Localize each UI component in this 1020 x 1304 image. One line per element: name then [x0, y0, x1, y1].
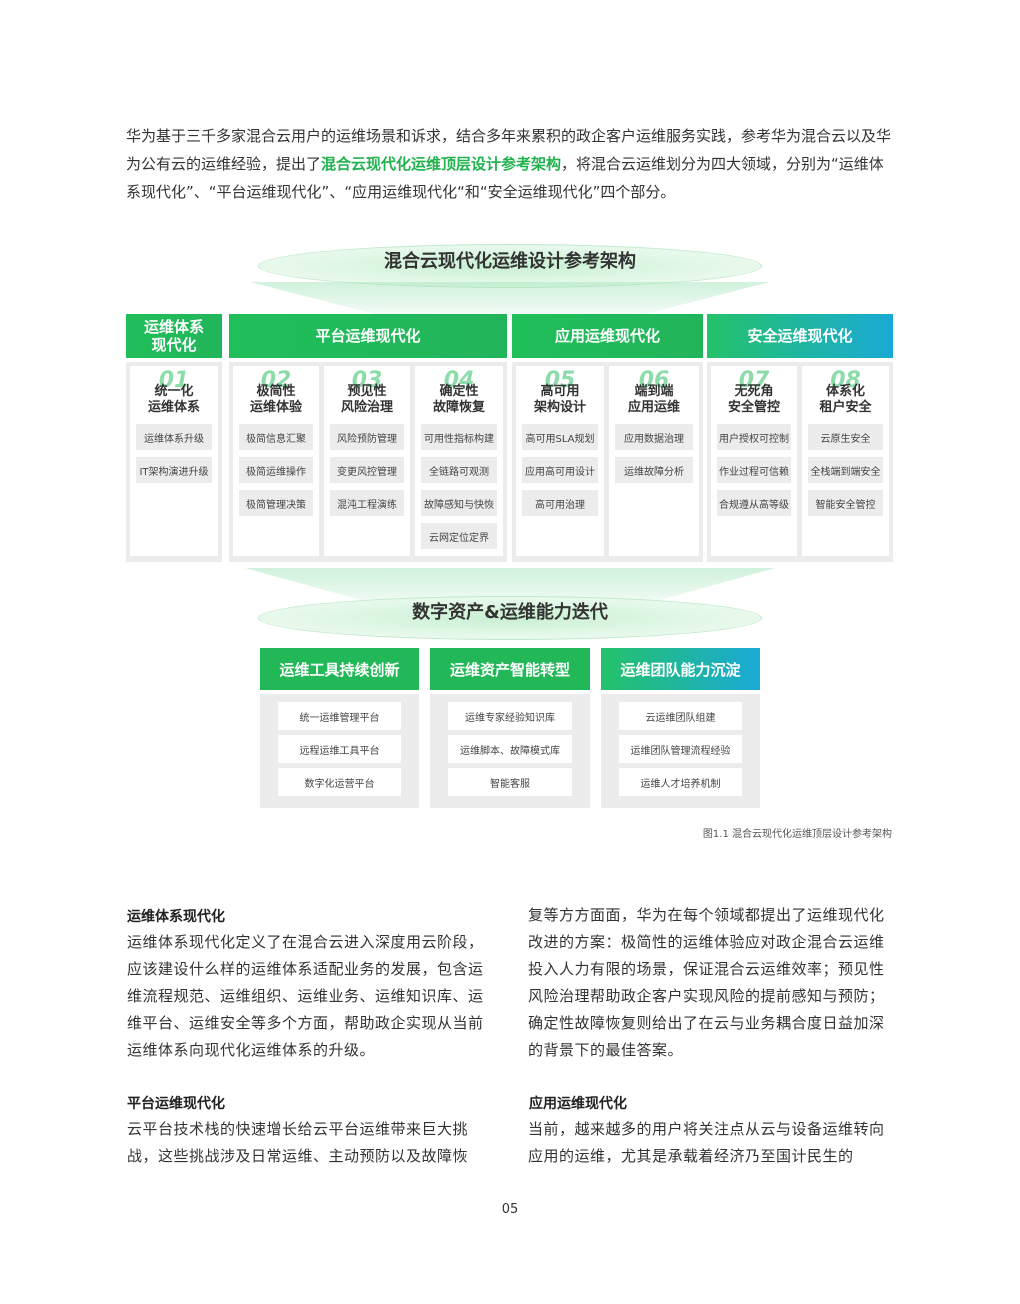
column-number: 06 — [638, 368, 670, 393]
column-item: IT架构演进升级 — [136, 457, 212, 483]
column-item: 极简运维操作 — [239, 457, 313, 483]
domain-header-label: 平台运维现代化 — [315, 327, 421, 345]
figure-caption: 图1.1 混合云现代化运维顶层设计参考架构 — [702, 829, 892, 840]
column-title: 确定性 故障恢复 — [432, 384, 485, 415]
column-item: 运维体系升级 — [136, 424, 212, 450]
domain-header-label: 运维体系 现代化 — [143, 318, 204, 354]
column-item: 作业过程可信赖 — [717, 457, 791, 483]
column-item: 云原生安全 — [808, 424, 883, 450]
capability-header-assets: 运维资产智能转型 — [430, 648, 590, 690]
column-item: 运维故障分析 — [615, 457, 693, 483]
column-item: 风险预防管理 — [330, 424, 404, 450]
column-number: 04 — [443, 368, 475, 393]
column-item: 全栈端到端安全 — [808, 457, 883, 483]
section-text-platform-continued: 复等方方面面，华为在每个领域都提出了运维现代化改进的方案：极简性的运维体验应对政… — [528, 906, 885, 1059]
intro-highlight: 混合云现代化运维顶层设计参考架构 — [321, 155, 562, 173]
column-title: 体系化 租户安全 — [819, 384, 872, 415]
column-item: 可用性指标构建 — [421, 424, 497, 450]
capability-panel-tools: 统一运维管理平台 远程运维工具平台 数字化运营平台 — [260, 694, 419, 808]
column-item: 云网定位定界 — [421, 523, 497, 549]
capability-item: 运维人才培养机制 — [619, 768, 742, 796]
capability-header-label: 运维工具持续创新 — [279, 660, 400, 679]
capability-item: 运维专家经验知识库 — [448, 702, 572, 730]
column-08: 08 体系化 租户安全 云原生安全 全栈端到端安全 智能安全管控 — [802, 366, 889, 556]
capability-header-tools: 运维工具持续创新 — [260, 648, 419, 690]
capability-header-label: 运维资产智能转型 — [449, 660, 570, 679]
column-number: 03 — [351, 368, 383, 393]
intro-text-2: ，将混合云运维划分为四大领域，分别为“运维体系现代化”、“平台运维现代化”、“应… — [126, 155, 884, 201]
column-item: 极简信息汇聚 — [239, 424, 313, 450]
domain-header-security: 安全运维现代化 — [707, 314, 893, 358]
section-title-application: 应用运维现代化 — [529, 1096, 627, 1112]
column-title: 无死角 安全管控 — [727, 384, 780, 415]
column-item: 高可用SLA规划 — [522, 424, 598, 450]
capability-item: 运维团队管理流程经验 — [619, 735, 742, 763]
column-03: 03 预见性 风险治理 风险预防管理 变更风控管理 混沌工程演练 — [324, 366, 410, 556]
column-02: 02 极简性 运维体验 极简信息汇聚 极简运维操作 极简管理决策 — [233, 366, 319, 556]
section-title-platform: 平台运维现代化 — [127, 1096, 225, 1112]
top-title-band: 混合云现代化运维设计参考架构 — [258, 244, 762, 288]
column-item: 智能安全管控 — [808, 490, 883, 516]
capability-item: 智能客服 — [448, 768, 572, 796]
capability-item: 远程运维工具平台 — [278, 735, 401, 763]
section-text-platform: 云平台技术栈的快速增长给云平台运维带来巨大挑战，这些挑战涉及日常运维、主动预防以… — [127, 1120, 469, 1165]
column-item: 应用数据治理 — [615, 424, 693, 450]
capability-panel-team: 云运维团队组建 运维团队管理流程经验 运维人才培养机制 — [601, 694, 760, 808]
column-title: 端到端 应用运维 — [627, 384, 680, 415]
intro-paragraph: 华为基于三千多家混合云用户的运维场景和诉求，结合多年来累积的政企客户运维服务实践… — [126, 122, 896, 206]
bottom-title: 数字资产&运维能力迭代 — [412, 602, 608, 623]
column-item: 用户授权可控制 — [717, 424, 791, 450]
column-title: 极简性 运维体验 — [249, 384, 302, 415]
column-06: 06 端到端 应用运维 应用数据治理 运维故障分析 — [609, 366, 699, 556]
capability-header-team: 运维团队能力沉淀 — [601, 648, 760, 690]
domain-header-label: 应用运维现代化 — [554, 327, 660, 345]
column-item: 故障感知与快恢 — [421, 490, 497, 516]
column-item: 变更风控管理 — [330, 457, 404, 483]
column-number: 07 — [738, 368, 770, 393]
section-text-ops-system: 运维体系现代化定义了在混合云进入深度用云阶段，应该建设什么样的运维体系适配业务的… — [127, 933, 484, 1059]
capability-item: 统一运维管理平台 — [278, 702, 401, 730]
column-title: 统一化 运维体系 — [147, 384, 200, 415]
bottom-title-band: 数字资产&运维能力迭代 — [258, 596, 762, 640]
column-number: 05 — [544, 368, 576, 393]
column-title: 高可用 架构设计 — [533, 384, 586, 415]
section-text-application: 当前，越来越多的用户将关注点从云与设备运维转向应用的运维，尤其是承载着经济乃至国… — [528, 1120, 885, 1165]
column-item: 应用高可用设计 — [522, 457, 598, 483]
column-item: 合规遵从高等级 — [717, 490, 791, 516]
column-number: 02 — [260, 368, 292, 393]
capability-item: 云运维团队组建 — [619, 702, 742, 730]
column-title: 预见性 风险治理 — [340, 384, 393, 415]
capability-header-label: 运维团队能力沉淀 — [620, 660, 741, 679]
domain-header-application: 应用运维现代化 — [512, 314, 703, 358]
section-title-ops-system: 运维体系现代化 — [127, 909, 225, 925]
column-item: 全链路可观测 — [421, 457, 497, 483]
column-05: 05 高可用 架构设计 高可用SLA规划 应用高可用设计 高可用治理 — [516, 366, 604, 556]
column-item: 极简管理决策 — [239, 490, 313, 516]
domain-header-label: 安全运维现代化 — [747, 327, 853, 345]
column-item: 混沌工程演练 — [330, 490, 404, 516]
page-number: 05 — [501, 1202, 519, 1217]
column-07: 07 无死角 安全管控 用户授权可控制 作业过程可信赖 合规遵从高等级 — [711, 366, 797, 556]
column-04: 04 确定性 故障恢复 可用性指标构建 全链路可观测 故障感知与快恢 云网定位定… — [415, 366, 503, 556]
column-number: 01 — [158, 368, 190, 393]
column-01: 01 统一化 运维体系 运维体系升级 IT架构演进升级 — [130, 366, 218, 556]
capability-item: 数字化运营平台 — [278, 768, 401, 796]
domain-header-platform: 平台运维现代化 — [229, 314, 507, 358]
capability-panel-assets: 运维专家经验知识库 运维脚本、故障模式库 智能客服 — [430, 694, 590, 808]
capability-item: 运维脚本、故障模式库 — [448, 735, 572, 763]
column-item: 高可用治理 — [522, 490, 598, 516]
top-title: 混合云现代化运维设计参考架构 — [384, 251, 636, 272]
intro-text-1: 华为基于三千多家混合云用户的运维场景和诉求，结合多年来累积的政企客户运维服务实践… — [126, 127, 892, 173]
column-number: 08 — [830, 368, 861, 393]
domain-header-ops-system: 运维体系 现代化 — [126, 314, 222, 358]
